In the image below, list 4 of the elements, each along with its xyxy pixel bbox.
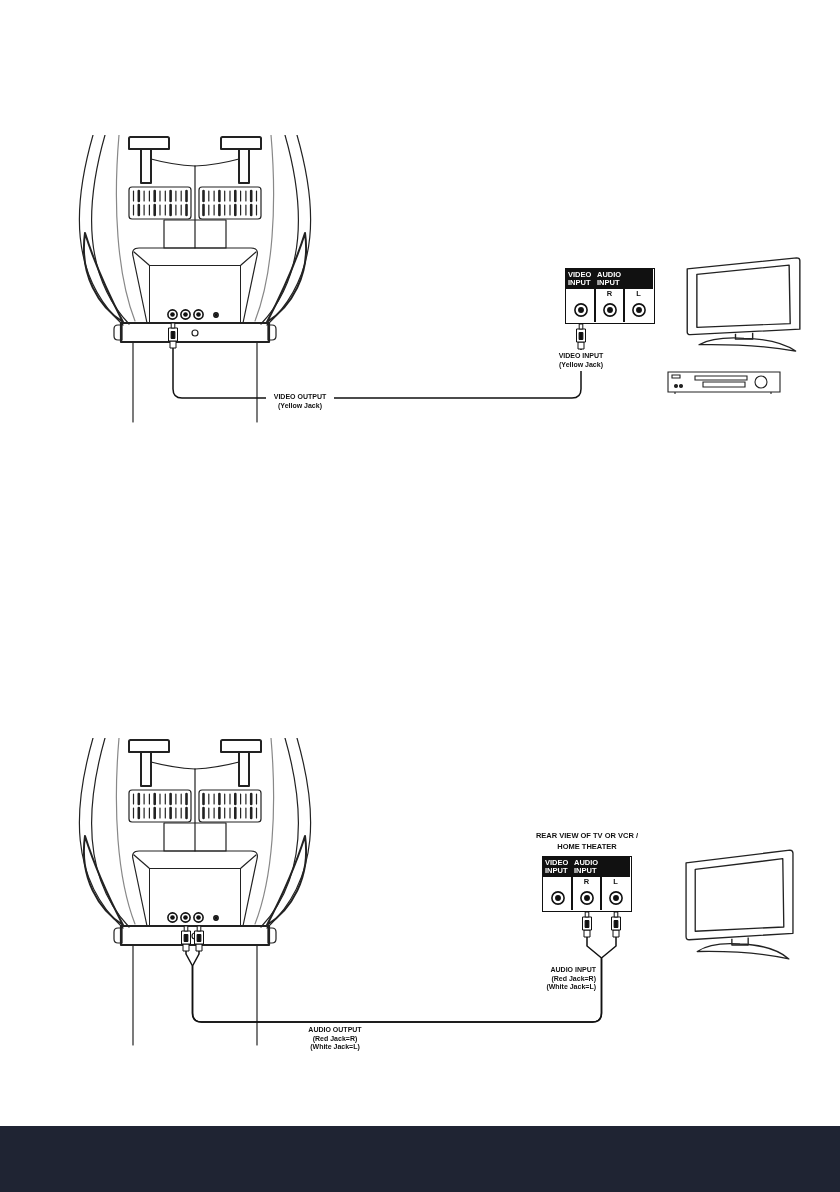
jack-panel (149, 265, 241, 323)
jack-panel (149, 868, 241, 926)
cable (168, 322, 586, 399)
jack-panel (565, 268, 655, 324)
